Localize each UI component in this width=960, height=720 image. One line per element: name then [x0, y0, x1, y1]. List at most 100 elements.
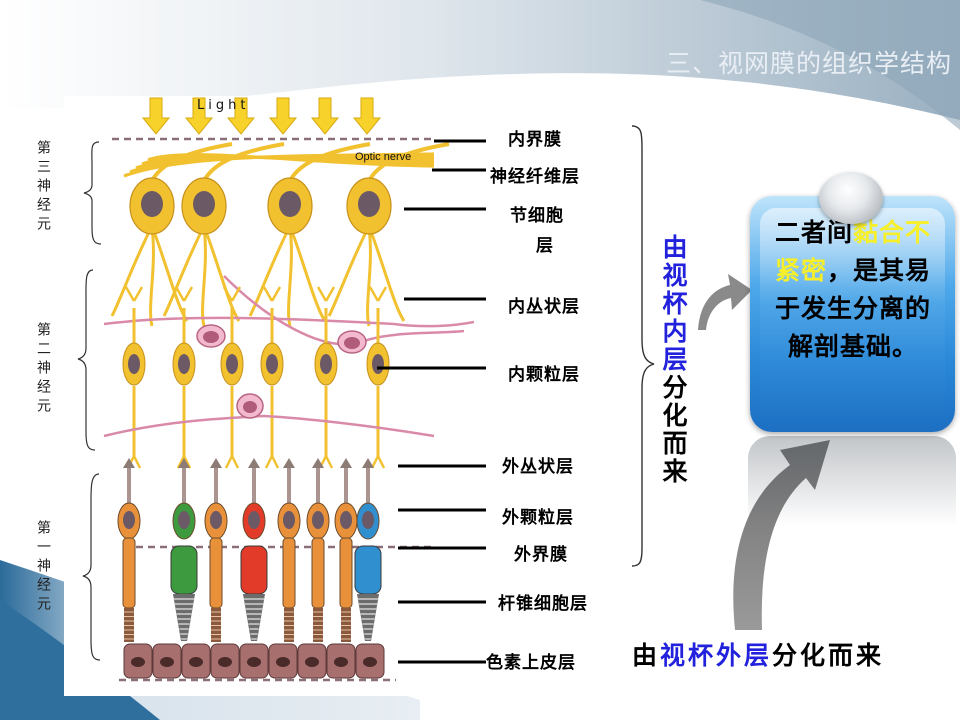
- pigment-nucleus-5: [276, 657, 290, 667]
- pigment-nucleus-3: [218, 657, 232, 667]
- retina-diagram: Light Optic nerve: [64, 96, 474, 696]
- photoreceptor-terminal-0: [123, 458, 135, 468]
- outer-origin-prefix: 由: [632, 641, 661, 670]
- layer-nerve-fiber: 神经纤维层: [490, 167, 580, 187]
- layer-outer-plexiform: 外丛状层: [502, 457, 574, 477]
- photoreceptor-terminal-5: [312, 458, 324, 468]
- bipolar-nucleus-3: [266, 354, 278, 374]
- photoreceptor-nucleus-3: [248, 511, 260, 529]
- bipolar-terminal-0: [124, 286, 144, 469]
- note-card-gloss: [760, 208, 945, 420]
- ganglion-nucleus-3: [358, 191, 380, 217]
- ganglion-dendrite-3: [327, 225, 406, 327]
- horizontal-nucleus: [243, 401, 257, 413]
- layer-inner-plexiform: 内丛状层: [508, 297, 580, 317]
- layer-outer-nuclear: 外颗粒层: [502, 508, 574, 528]
- bracket-first-neuron: [82, 473, 101, 661]
- third-neuron-label: 第三神经元: [35, 140, 51, 235]
- photoreceptor-nucleus-5: [312, 511, 324, 529]
- photoreceptor-terminal-4: [283, 458, 295, 468]
- note-part2: ，是其易于发生分离的解剖基础。: [774, 256, 932, 361]
- ganglion-nucleus-2: [279, 191, 301, 217]
- pigment-nucleus-4: [247, 657, 261, 667]
- layer-pigment-epithelium: 色素上皮层: [486, 653, 576, 673]
- bipolar-terminal-1: [174, 286, 194, 469]
- bracket-third-neuron: [83, 141, 102, 245]
- note-highlight1: 黏合: [852, 218, 905, 247]
- photoreceptor-terminal-7: [362, 458, 374, 468]
- photoreceptor-nucleus-1: [178, 511, 190, 529]
- photoreceptor-terminal-3: [248, 458, 260, 468]
- ganglion-axon-3: [367, 142, 450, 183]
- light-arrow-4: [310, 97, 340, 135]
- layer-ganglion-cell-cont: 层: [536, 236, 554, 256]
- light-arrow-5: [352, 97, 382, 135]
- inner-origin-black: 分化而来: [659, 374, 688, 486]
- outer-layer-origin-text: 由视杯外层分化而来: [632, 636, 884, 672]
- layer-rods-and-cones: 杆锥细胞层: [498, 594, 588, 614]
- bipolar-nucleus-0: [128, 354, 140, 374]
- inner-layer-origin-text: 由视杯内层分化而来: [655, 234, 691, 486]
- layer-inner-nuclear: 内颗粒层: [508, 365, 580, 385]
- amacrine-process-1: [103, 316, 474, 328]
- pigment-nucleus-8: [363, 657, 377, 667]
- photoreceptor-terminal-1: [178, 458, 190, 468]
- second-neuron-label: 第二神经元: [35, 322, 51, 417]
- ganglion-axon-0: [150, 142, 233, 183]
- inner-arrow: [698, 274, 752, 330]
- photoreceptor-nucleus-7: [362, 511, 374, 529]
- note-text: 二者间黏合不紧密，是其易于发生分离的解剖基础。: [764, 214, 942, 366]
- pigment-nucleus-2: [189, 657, 203, 667]
- optic-nerve-label: Optic nerve: [355, 151, 412, 163]
- outer-origin-suffix: 分化而来: [772, 641, 885, 670]
- layer-outer-limiting-membrane: 外界膜: [514, 545, 568, 565]
- ganglion-nucleus-1: [193, 191, 215, 217]
- pigment-nucleus-0: [131, 657, 145, 667]
- cone-outer-segment-7: [357, 594, 379, 641]
- horizontal-process: [103, 414, 435, 438]
- neuron-brackets: [77, 141, 102, 661]
- layer-ganglion-cell: 节细胞: [510, 206, 564, 226]
- pigment-nucleus-1: [160, 657, 174, 667]
- light-arrow-3: [268, 97, 298, 135]
- photoreceptor-nucleus-2: [210, 511, 222, 529]
- ganglion-axon-2: [288, 142, 371, 183]
- photoreceptor-terminal-6: [340, 458, 352, 468]
- light-label: Light: [197, 98, 250, 113]
- slide-title: 三、视网膜的组织学结构: [665, 49, 952, 78]
- retina-illustration: [103, 97, 474, 682]
- light-arrow-1: [184, 97, 214, 135]
- note-part1: 二者间: [774, 218, 853, 247]
- amacrine-nucleus-1: [203, 331, 219, 343]
- photoreceptor-nucleus-4: [283, 511, 295, 529]
- bipolar-nucleus-2: [226, 354, 238, 374]
- ganglion-nucleus-0: [141, 191, 163, 217]
- light-arrow-2: [226, 97, 256, 135]
- cone-outer-segment-3: [243, 594, 265, 641]
- outer-arrow: [733, 440, 830, 630]
- note-highlight2: 不紧密: [774, 218, 932, 285]
- amacrine-nucleus-2: [344, 337, 360, 349]
- bipolar-terminal-4: [316, 286, 336, 469]
- bipolar-terminal-3: [262, 286, 282, 469]
- bipolar-terminal-5: [368, 286, 388, 469]
- ganglion-axon-1: [202, 142, 285, 183]
- bipolar-nucleus-4: [320, 354, 332, 374]
- cone-outer-segment-1: [173, 594, 195, 641]
- layer-inner-limiting-membrane: 内界膜: [508, 130, 562, 150]
- outer-origin-blue: 视杯外层: [660, 641, 773, 670]
- first-neuron-label: 第一神经元: [35, 520, 51, 615]
- inner-origin-blue: 由视杯内层: [659, 234, 688, 374]
- inner-layer-bracket: [631, 125, 655, 567]
- pigment-nucleus-7: [334, 657, 348, 667]
- note-card: 二者间黏合不紧密，是其易于发生分离的解剖基础。: [750, 196, 955, 432]
- light-arrow-0: [141, 97, 171, 135]
- note-card-reflection: [748, 436, 956, 526]
- pin-icon: [819, 172, 883, 224]
- bracket-second-neuron: [77, 269, 96, 451]
- photoreceptor-nucleus-6: [340, 511, 352, 529]
- photoreceptor-nucleus-0: [123, 511, 135, 529]
- bipolar-terminal-2: [222, 286, 242, 469]
- bipolar-nucleus-1: [178, 354, 190, 374]
